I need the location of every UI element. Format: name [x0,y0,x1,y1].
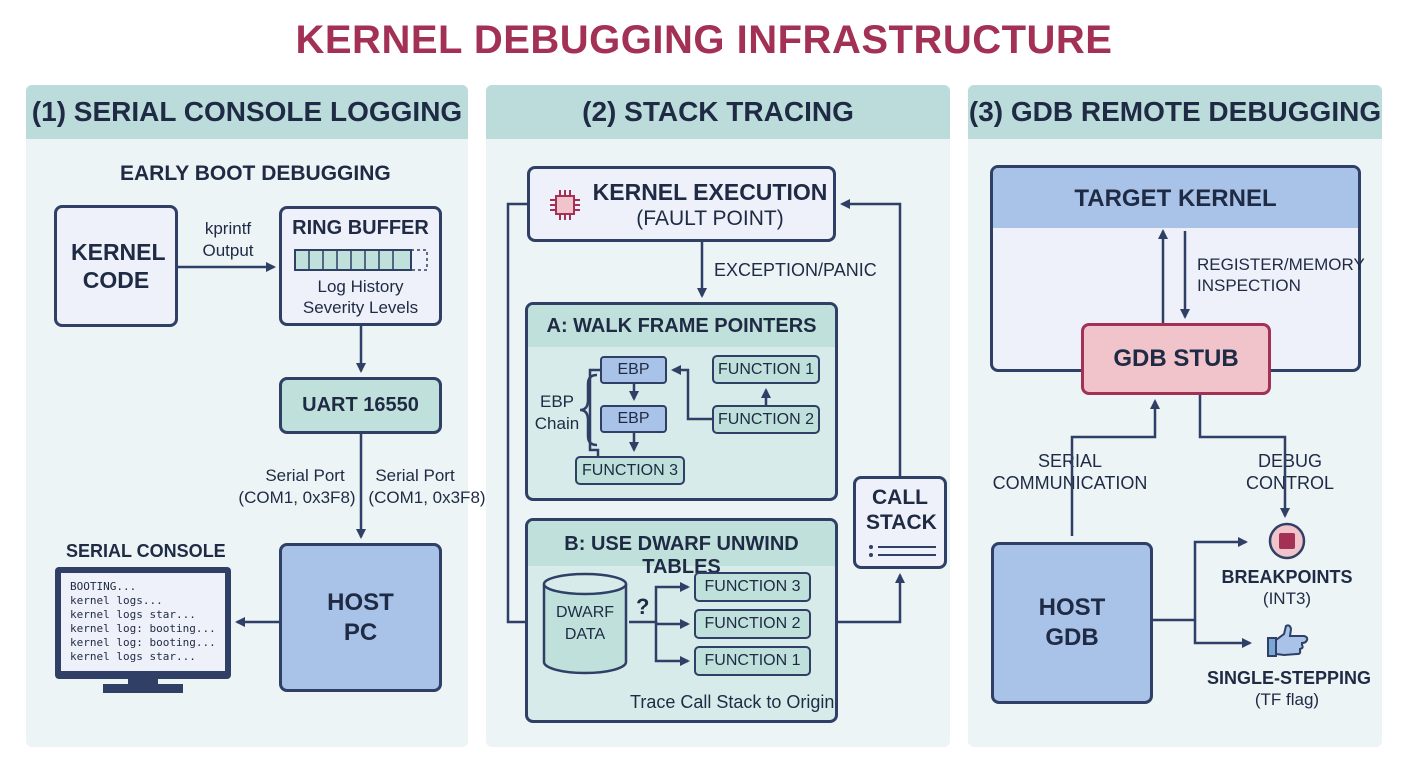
target-kernel-header [993,168,1358,228]
early-boot-subtitle: EARLY BOOT DEBUGGING [120,162,391,185]
ring-buffer-cells [294,249,428,271]
dwarf-unwind-title: B: USE DWARF UNWIND TABLES [564,533,799,578]
panel-serial-console-header: (1) SERIAL CONSOLE LOGGING [26,85,468,139]
ring-buffer-box: RING BUFFER Log History Severity Levels [279,206,442,326]
walk-frame-pointers-title: A: WALK FRAME POINTERS [546,315,817,337]
exception-panic-label: EXCEPTION/PANIC [714,260,877,280]
breakpoint-icon [1267,521,1307,561]
serial-console-screen: BOOTING... kernel logs... kernel logs st… [61,573,225,671]
register-memory-label: REGISTER/MEMORY [1197,255,1365,274]
panel-gdb-remote-header: (3) GDB REMOTE DEBUGGING [968,85,1382,139]
ring-buffer-line2: Severity Levels [302,298,419,317]
kernel-code-label: KERNEL CODE [71,239,166,293]
target-kernel-title: TARGET KERNEL [1074,185,1277,212]
kernel-code-box: KERNEL CODE [54,205,178,327]
call-stack-box: CALL STACK [853,476,947,569]
serial-console-label: SERIAL CONSOLE [66,541,226,561]
inspection-label: INSPECTION [1197,276,1301,295]
walk-function-3: FUNCTION 3 [575,456,685,485]
walk-function-2: FUNCTION 2 [712,405,820,434]
console-line: kernel log: booting... [70,622,216,635]
debug-control-label-1: DEBUG [1257,451,1322,471]
ring-buffer-line1: Log History [317,277,404,296]
console-line: kernel logs... [70,594,163,607]
call-stack-label: CALL STACK [866,486,937,534]
host-pc-box: HOST PC [279,543,442,692]
serial-port-right-1: Serial Port [375,466,455,485]
kernel-execution-title: KERNEL EXECUTION [592,179,828,205]
dwarf-unwind-header [528,521,835,566]
serial-port-right-2: (COM1, 0x3F8) [368,488,486,507]
monitor-stand [128,679,158,684]
dwarf-function-1: FUNCTION 1 [694,646,811,676]
dwarf-function-2: FUNCTION 2 [694,609,811,639]
ebp-box-2: EBP [600,405,667,433]
breakpoints-label-1: BREAKPOINTS [1221,567,1353,587]
host-gdb-box: HOST GDB [991,542,1153,704]
console-line: BOOTING... [70,580,137,593]
ebp-box-1: EBP [600,356,667,384]
kernel-execution-subtitle: (FAULT POINT) [636,207,784,230]
gdb-stub-box: GDB STUB [1081,323,1271,395]
question-mark-icon: ? [636,594,650,619]
console-line: kernel logs star... [70,650,196,663]
host-gdb-label: HOST GDB [1038,594,1106,651]
ring-buffer-cells-graphic [294,249,428,271]
console-line: kernel log: booting... [70,636,216,649]
ring-buffer-title: RING BUFFER [292,217,429,239]
uart-box: UART 16550 [279,377,442,434]
serial-port-left-1: Serial Port [265,466,345,485]
ebp-chain-label-1: EBP [539,392,575,411]
uart-label: UART 16550 [302,394,419,416]
debug-control-label-2: CONTROL [1245,473,1334,493]
dwarf-data-label: DWARF DATA [555,604,615,643]
console-line: kernel logs star... [70,608,196,621]
breakpoints-label-2: (INT3) [1262,589,1312,608]
walk-frame-pointers-header [528,305,835,347]
panel-stack-tracing-header: (2) STACK TRACING [486,85,950,139]
serial-communication-label-2: COMMUNICATION [992,473,1148,493]
gdb-stub-label: GDB STUB [1113,345,1239,372]
cpu-chip-icon [548,188,582,222]
dwarf-data-cylinder: DWARF DATA [541,572,629,676]
dwarf-function-3: FUNCTION 3 [694,572,811,602]
single-stepping-label-2: (TF flag) [1254,690,1320,709]
kernel-execution-box: KERNEL EXECUTION (FAULT POINT) [527,166,836,242]
kprintf-label: kprintf Output [202,219,254,260]
serial-console-monitor: BOOTING... kernel logs... kernel logs st… [55,567,231,679]
ebp-chain-label-2: Chain [534,414,580,433]
single-stepping-label-1: SINGLE-STEPPING [1207,668,1372,688]
trace-call-stack-label: Trace Call Stack to Origin [630,692,835,712]
page-title: KERNEL DEBUGGING INFRASTRUCTURE [295,18,1113,62]
serial-port-left-2: (COM1, 0x3F8) [238,488,356,507]
serial-communication-label-1: SERIAL [1037,451,1103,471]
walk-function-1: FUNCTION 1 [712,355,820,384]
single-step-hand-icon [1264,622,1310,662]
call-stack-lines-icon [868,543,938,559]
monitor-base [103,684,183,693]
host-pc-label: HOST PC [327,588,394,646]
